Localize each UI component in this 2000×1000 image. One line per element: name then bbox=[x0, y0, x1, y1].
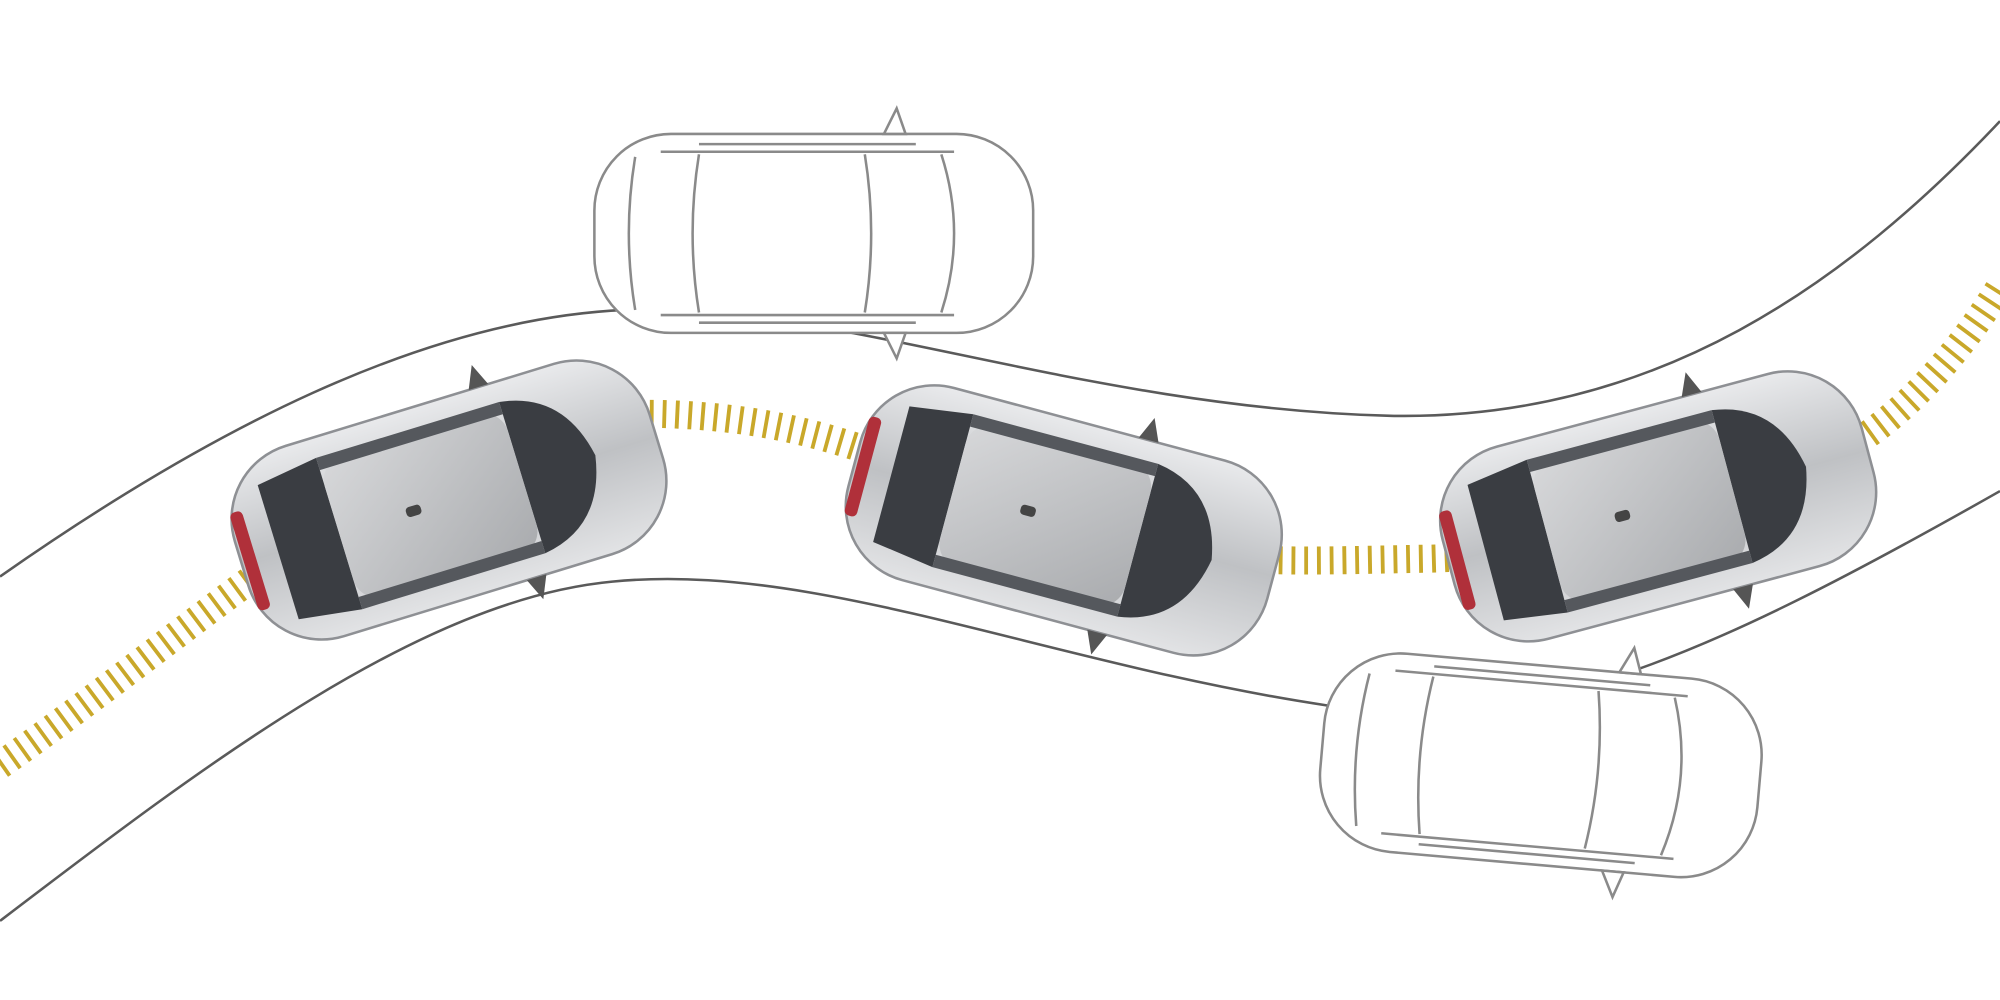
road-upper-edge bbox=[0, 120, 2000, 578]
ghost-car-top bbox=[593, 107, 1035, 360]
